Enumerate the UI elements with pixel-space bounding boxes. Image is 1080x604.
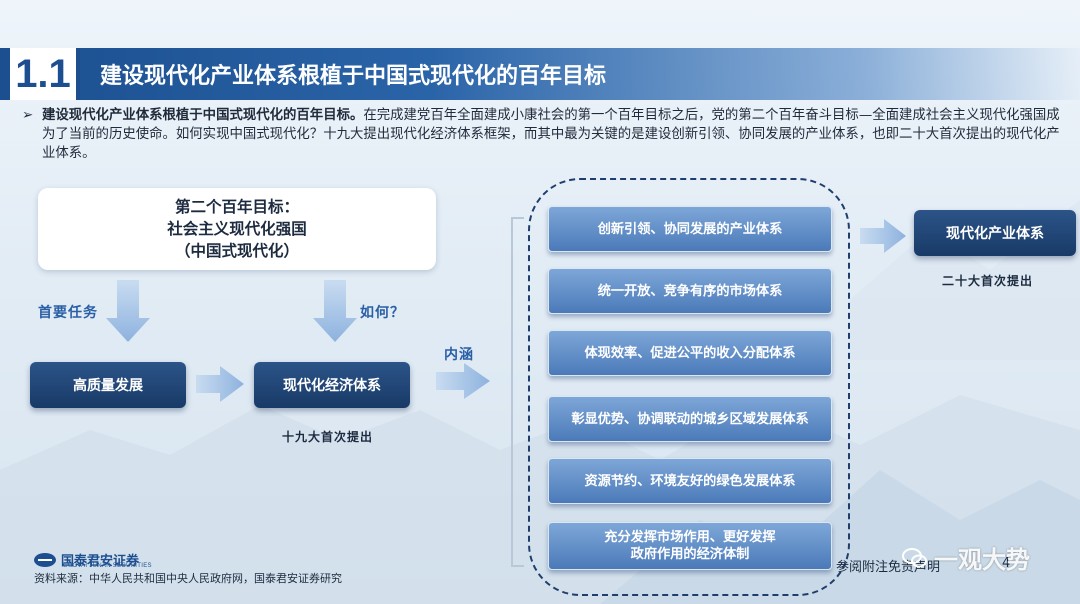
label-primary-task: 首要任务 [38,305,98,321]
system-6-line1: 充分发挥市场作用、更好发挥 [604,530,776,545]
watermark-text: 一观大势 [934,546,1030,574]
page-title: 建设现代化产业体系根植于中国式现代化的百年目标 [100,64,607,89]
system-box-5: 资源节约、环境友好的绿色发展体系 [548,458,832,504]
arrow-right-icon [860,219,906,253]
logo-cn: 国泰君安证券 [61,554,140,569]
goal-line2: 社会主义现代化强国 [167,220,307,238]
intro-rest: 在完成建党百年全面建成小康社会的第一个百年目标之后，党的第二个百年奋斗目标—全面… [42,108,1060,161]
arrow-down-icon [313,280,357,342]
label-nineteenth: 十九大首次提出 [282,430,374,444]
system-3-line1: 体现效率、促进公平的收入分配体系 [584,345,796,361]
system-box-6: 充分发挥市场作用、更好发挥 政府作用的经济体制 [548,522,832,570]
label-connotation: 内涵 [444,347,474,363]
page-number: 4 [1002,556,1011,571]
system-6-line2: 政府作用的经济体制 [630,547,750,562]
system-1-line1: 创新引领、协同发展的产业体系 [597,221,783,237]
logo-en: GUOTAI JUNAN SECURITIES [63,563,152,569]
source-note: 资料来源：中华人民共和国中央人民政府网，国泰君安证券研究 [34,572,342,585]
system-box-4: 彰显优势、协调联动的城乡区域发展体系 [548,396,832,442]
title-bar [0,48,1080,100]
modern-economy-box: 现代化经济体系 [254,362,410,408]
arrow-right-icon [196,366,244,402]
intro-paragraph: ➢ 建设现代化产业体系根植于中国式现代化的百年目标。在完成建党百年全面建成小康社… [22,106,1062,163]
company-logo: 国泰君安证券 [34,550,139,569]
system-box-3: 体现效率、促进公平的收入分配体系 [548,330,832,376]
arrow-down-icon [106,280,150,342]
intro-bold: 建设现代化产业体系根植于中国式现代化的百年目标。 [42,108,364,123]
goal-box: 第二个百年目标： 社会主义现代化强国 （中国式现代化） [38,188,436,270]
logo-mark-icon [34,552,56,567]
arrow-right-icon [436,363,490,399]
system-box-2: 统一开放、竞争有序的市场体系 [548,268,832,314]
systems-group-outline [528,178,850,596]
system-box-1: 创新引领、协同发展的产业体系 [548,206,832,252]
wechat-icon [902,547,927,567]
goal-line1: 第二个百年目标： [174,198,299,216]
label-how: 如何？ [360,305,405,321]
modern-industry-box: 现代化产业体系 [914,210,1076,256]
system-2-line1: 统一开放、竞争有序的市场体系 [597,283,783,299]
label-twentieth: 二十大首次提出 [942,274,1034,288]
section-number: 1.1 [10,48,80,100]
watermark: 一观大势 [902,540,1030,575]
high-quality-box: 高质量发展 [30,362,186,408]
bracket-icon [511,217,524,567]
system-5-line1: 资源节约、环境友好的绿色发展体系 [584,473,796,489]
goal-line3: （中国式现代化） [174,242,299,260]
bullet-arrow-icon: ➢ [22,108,34,123]
system-4-line1: 彰显优势、协调联动的城乡区域发展体系 [571,411,809,427]
